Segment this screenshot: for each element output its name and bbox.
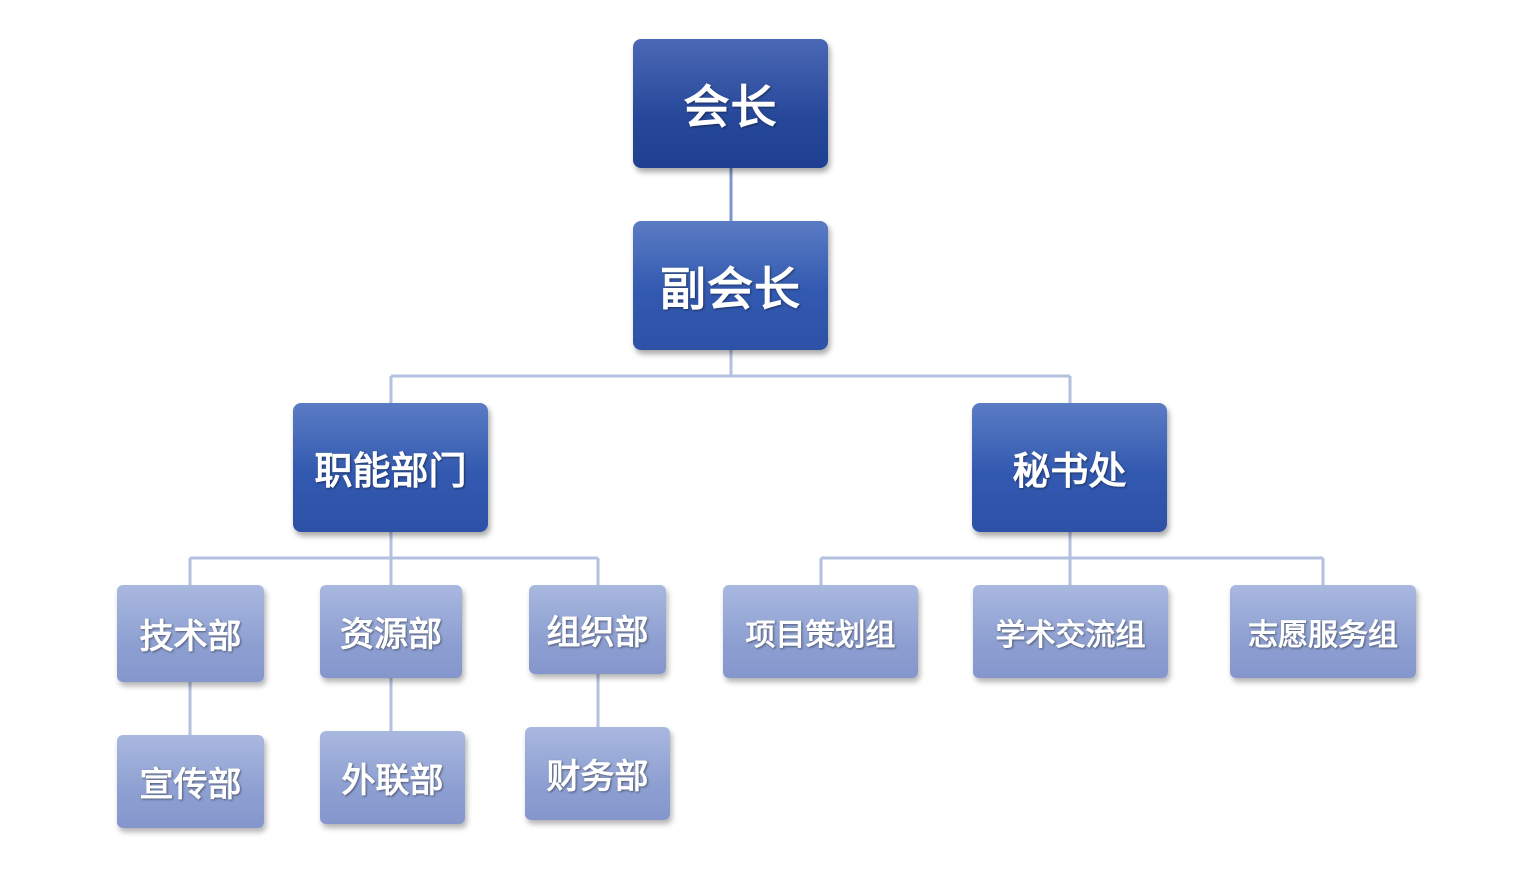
node-external-relations-dept: 外联部 [320, 731, 465, 824]
node-vice-president: 副会长 [633, 221, 828, 350]
node-project-planning-group: 项目策划组 [723, 585, 918, 678]
node-volunteer-service-group: 志愿服务组 [1230, 585, 1416, 678]
node-academic-exchange-group: 学术交流组 [973, 585, 1168, 678]
node-functional-departments: 职能部门 [293, 403, 488, 532]
node-finance-dept: 财务部 [525, 727, 670, 820]
node-president: 会长 [633, 39, 828, 168]
node-organization-dept: 组织部 [529, 585, 666, 674]
node-publicity-dept: 宣传部 [117, 735, 264, 828]
node-resource-dept: 资源部 [320, 585, 462, 678]
node-secretariat: 秘书处 [972, 403, 1167, 532]
node-tech-dept: 技术部 [117, 585, 264, 682]
